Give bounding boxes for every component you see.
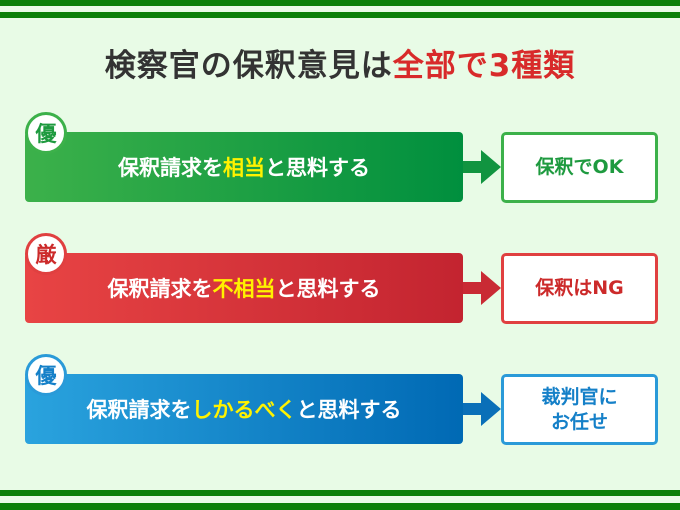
opinion-prefix: 保釈請求を (86, 398, 192, 422)
opinion-row-shikarubeku: 優 保釈請求をしかるべくと思料する 裁判官にお任せ (0, 354, 680, 445)
opinion-suffix: と思料する (265, 156, 370, 180)
result-box: 裁判官にお任せ (501, 374, 658, 445)
opinion-row-sotou: 優 保釈請求を相当と思料する 保釈でOK (0, 112, 680, 203)
result-box: 保釈でOK (501, 132, 658, 203)
result-text: 保釈でOK (535, 156, 624, 179)
arrow-right-icon (463, 150, 501, 184)
opinion-prefix: 保釈請求を (118, 156, 223, 180)
opinion-bar: 保釈請求を不相当と思料する (25, 253, 463, 323)
opinion-highlight: 不相当 (212, 277, 276, 301)
opinion-prefix: 保釈請求を (107, 277, 213, 301)
opinion-row-fusotou: 厳 保釈請求を不相当と思料する 保釈はNG (0, 233, 680, 324)
bottom-band-2 (0, 503, 680, 510)
badge: 優 (25, 354, 67, 396)
opinion-suffix: と思料する (275, 277, 381, 301)
title-accent: 全部で3種類 (392, 48, 576, 84)
result-text-line1: 裁判官に (541, 385, 618, 408)
arrow-right-icon (463, 271, 501, 305)
badge: 厳 (25, 233, 67, 275)
top-band-2 (0, 12, 680, 18)
opinion-highlight: 相当 (223, 156, 265, 180)
top-band-1 (0, 0, 680, 6)
opinion-bar: 保釈請求をしかるべくと思料する (25, 374, 463, 444)
title-main: 検察官の保釈意見は (104, 48, 393, 84)
result-box: 保釈はNG (501, 253, 658, 324)
arrow-right-icon (463, 392, 501, 426)
opinion-suffix: と思料する (296, 398, 402, 422)
bottom-band-1 (0, 490, 680, 496)
page-title: 検察官の保釈意見は全部で3種類 (0, 40, 680, 85)
badge: 優 (25, 112, 67, 154)
opinion-bar: 保釈請求を相当と思料する (25, 132, 463, 202)
result-text: 保釈はNG (535, 277, 624, 300)
opinion-highlight: しかるべく (191, 398, 297, 422)
result-text-line2: お任せ (550, 410, 608, 433)
